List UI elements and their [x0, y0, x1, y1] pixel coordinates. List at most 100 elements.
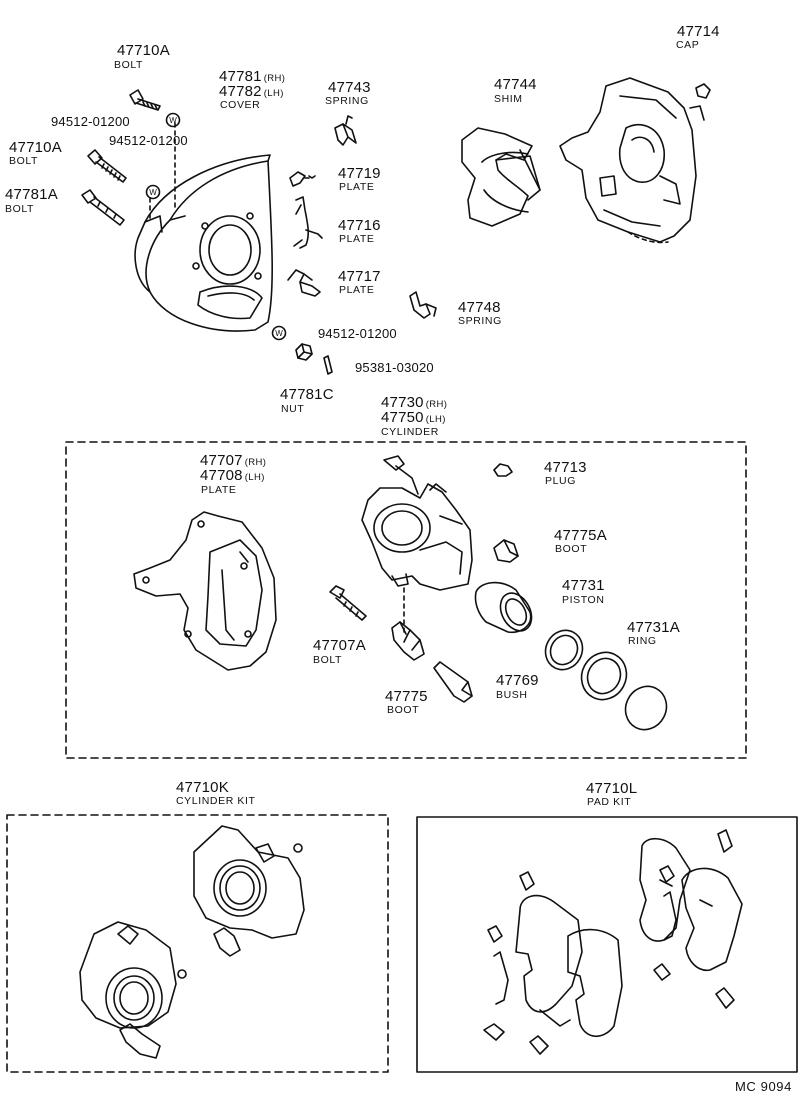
part-name-ring: RING: [628, 635, 657, 647]
part-number-47782: 47782(LH): [219, 84, 284, 99]
part-name-pad-kit: PAD KIT: [587, 796, 632, 808]
bolt-47781a-icon: [81, 189, 125, 226]
spring-clip-47743-icon: [334, 115, 357, 146]
shim-47744-icon: [461, 127, 541, 227]
part-name-boot: BOOT: [387, 704, 420, 716]
caliper-cylinder-47730-icon: [361, 455, 473, 591]
part-name-cap: CAP: [676, 39, 700, 51]
part-name-boot: BOOT: [555, 543, 588, 555]
pad-support-plate-47716-icon: [293, 196, 323, 249]
part-name-plate: PLATE: [201, 484, 237, 496]
rh-suffix: (RH): [425, 399, 448, 410]
cap-47714-icon: [695, 83, 711, 99]
washer-mark: W: [275, 329, 283, 338]
part-number-47731: 47731: [562, 577, 605, 594]
pad-kit-clip-icon: [483, 829, 735, 1055]
part-number-text: 47750: [381, 409, 424, 426]
cylinder-kit-caliper-lower-icon: [79, 921, 187, 1059]
washer-mark: W: [149, 188, 157, 197]
part-name-bolt: BOLT: [9, 155, 39, 167]
part-number-47731a: 47731A: [627, 619, 680, 636]
part-number-text: 47781: [219, 68, 262, 85]
nut-47781c-icon: [295, 343, 313, 361]
part-number-47707a: 47707A: [313, 637, 366, 654]
part-number-47714: 47714: [677, 23, 720, 40]
rh-suffix: (RH): [263, 73, 286, 84]
rh-suffix: (RH): [244, 457, 267, 468]
part-name-bush: BUSH: [496, 689, 528, 701]
part-name-bolt: BOLT: [5, 203, 35, 215]
pin-95381-icon: [323, 355, 333, 375]
part-name-spring: SPRING: [325, 95, 369, 107]
leader-line: [627, 231, 669, 244]
part-name-shim: SHIM: [494, 93, 523, 105]
torque-plate-47707-icon: [133, 511, 277, 671]
dust-cover-icon: [134, 154, 273, 332]
part-number-47781c: 47781C: [280, 386, 334, 403]
part-number-47710l: 47710L: [586, 780, 638, 797]
part-number-text: 47782: [219, 83, 262, 100]
caliper-bracket-icon: [559, 77, 705, 243]
cylinder-kit-box: [6, 814, 389, 1073]
pad-kit-box: [416, 816, 798, 1073]
part-number-47748: 47748: [458, 299, 501, 316]
part-name-bolt: BOLT: [114, 59, 144, 71]
part-number-47775: 47775: [385, 688, 428, 705]
diagram-code: MC 9094: [735, 1079, 792, 1094]
washer-icon: [145, 112, 287, 341]
washer-mark: W: [169, 116, 177, 125]
lh-suffix: (LH): [263, 88, 284, 99]
part-number-47707: 47707(RH): [200, 453, 266, 468]
pad-support-plate-47717-icon: [287, 269, 321, 297]
piston-47731-icon: [474, 581, 533, 634]
part-number-94512-01200: 94512-01200: [51, 114, 130, 129]
part-number-47769: 47769: [496, 672, 539, 689]
part-number-47781: 47781(RH): [219, 69, 285, 84]
part-number-47750: 47750(LH): [381, 410, 446, 425]
part-number-47719: 47719: [338, 165, 381, 182]
part-number-47717: 47717: [338, 268, 381, 285]
seal-ring-icon: [544, 629, 584, 671]
part-name-plate: PLATE: [339, 233, 375, 245]
ring-47731a-icon: [624, 685, 668, 731]
part-name-piston: PISTON: [562, 594, 605, 606]
part-number-text: 47730: [381, 394, 424, 411]
part-name-plate: PLATE: [339, 284, 375, 296]
part-number-94512-01200: 94512-01200: [318, 326, 397, 341]
part-number-47710a: 47710A: [9, 139, 62, 156]
cylinder-group-box: [65, 441, 747, 759]
bleeder-plug-47713-icon: [493, 463, 513, 477]
part-number-text: 47708: [200, 467, 243, 484]
dust-boot-ring-icon: [580, 651, 628, 701]
part-number-47710a: 47710A: [117, 42, 170, 59]
anti-squeal-plate-47719-icon: [289, 171, 316, 187]
lh-suffix: (LH): [244, 472, 265, 483]
part-name-plate: PLATE: [339, 181, 375, 193]
part-number-47744: 47744: [494, 76, 537, 93]
part-number-47775a: 47775A: [554, 527, 607, 544]
part-name-spring: SPRING: [458, 315, 502, 327]
boot-47775a-icon: [493, 539, 519, 563]
part-number-text: 47707: [200, 452, 243, 469]
part-number-94512-01200: 94512-01200: [109, 133, 188, 148]
cylinder-kit-caliper-upper-icon: [193, 825, 305, 957]
spring-47748-icon: [409, 291, 437, 319]
part-number-47710k: 47710K: [176, 779, 229, 796]
bolt-47707a-icon: [329, 585, 367, 621]
part-number-47708: 47708(LH): [200, 468, 265, 483]
bolt-47710a-top-icon: [129, 89, 161, 111]
part-name-bolt: BOLT: [313, 654, 343, 666]
boot-47775-icon: [391, 621, 425, 661]
bush-47769-icon: [433, 661, 473, 703]
part-number-47730: 47730(RH): [381, 395, 447, 410]
lh-suffix: (LH): [425, 414, 446, 425]
part-name-plug: PLUG: [545, 475, 576, 487]
bolt-47710a-middle-icon: [87, 149, 127, 183]
pad-kit-left-pads-icon: [515, 894, 623, 1038]
part-number-47713: 47713: [544, 459, 587, 476]
pad-kit-right-pads-icon: [639, 837, 743, 972]
part-number-47781a: 47781A: [5, 186, 58, 203]
part-name-cylinder-kit: CYLINDER KIT: [176, 795, 256, 807]
